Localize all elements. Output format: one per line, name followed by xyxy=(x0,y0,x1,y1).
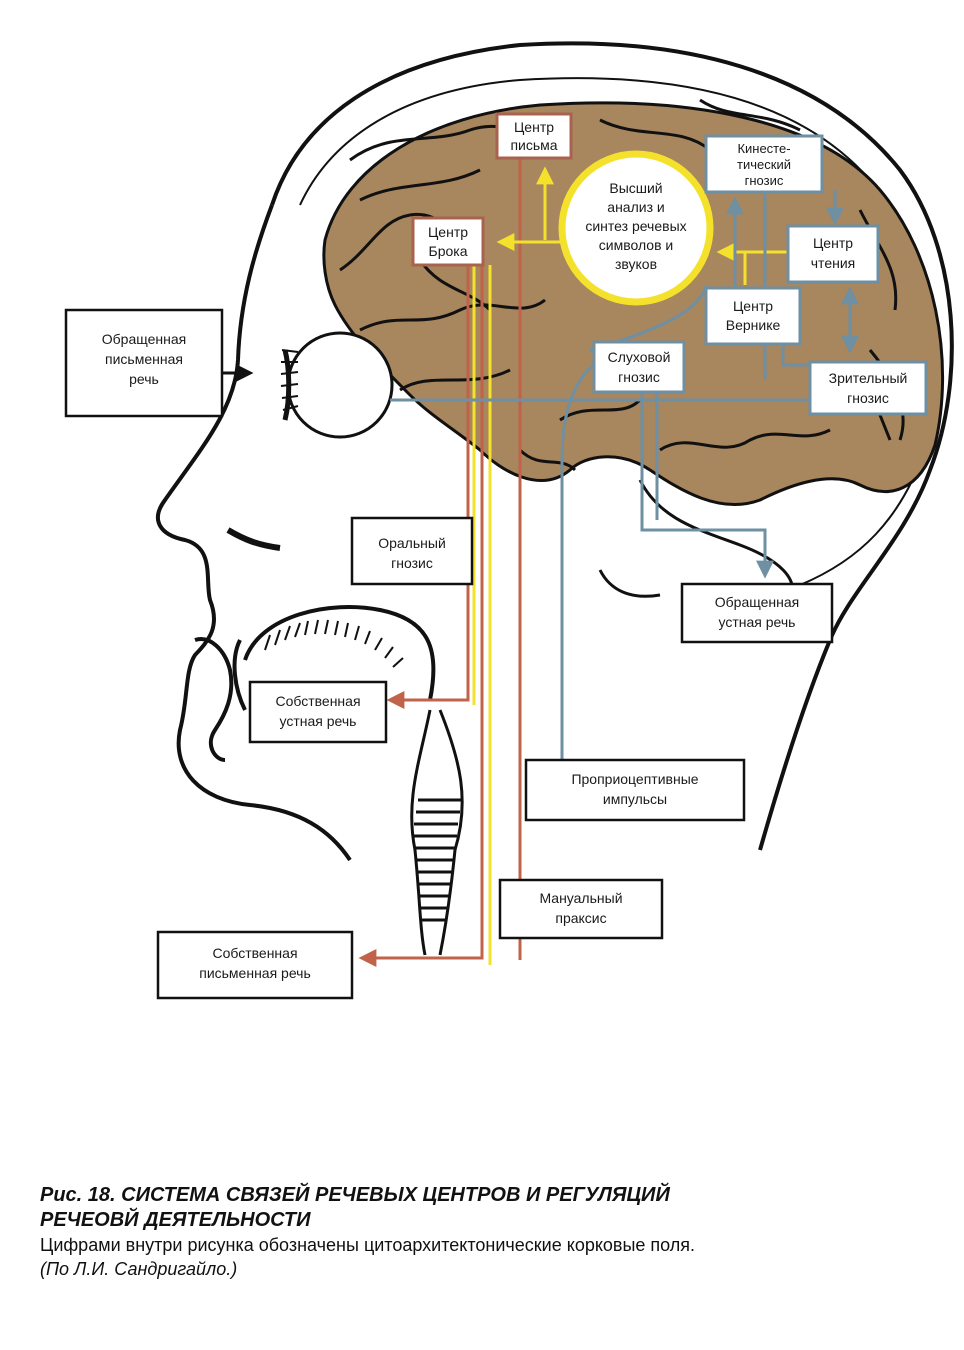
node-vysshiy-line5: звуков xyxy=(615,256,657,272)
node-kinest: Кинесте- тический гнозис xyxy=(704,134,824,194)
node-pismo: Центр письма xyxy=(495,112,573,160)
node-oral-line1: Оральный xyxy=(378,535,446,551)
node-obr-pis-line3: речь xyxy=(129,371,159,387)
lips xyxy=(194,637,234,762)
node-sobst-ust-line1: Собственная xyxy=(275,693,360,709)
node-kinest-line1: Кинесте- xyxy=(737,141,790,156)
node-sobst-pis-line2: письменная речь xyxy=(199,965,311,981)
red-pathways xyxy=(358,158,522,967)
node-sobst-ust: Собственная устная речь xyxy=(248,680,388,744)
node-kinest-line3: гнозис xyxy=(745,173,784,188)
brainstem-curve xyxy=(598,569,661,598)
node-sobst-pis: Собственная письменная речь xyxy=(156,930,354,1000)
node-oral-line2: гнозис xyxy=(391,555,433,571)
node-obr-pis: Обращенная письменная речь xyxy=(64,308,224,418)
node-sobst-pis-line1: Собственная xyxy=(212,945,297,961)
node-vysshiy: Высший анализ и синтез речевых символов … xyxy=(558,150,714,306)
figure-caption: Рис. 18. СИСТЕМА СВЯЗЕЙ РЕЧЕВЫХ ЦЕНТРОВ … xyxy=(40,1183,950,1281)
jaw xyxy=(232,639,247,711)
node-obr-pis-line2: письменная xyxy=(105,351,183,367)
node-proprio: Проприоцептивные импульсы xyxy=(524,758,746,822)
caption-title-line1: Рис. 18. СИСТЕМА СВЯЗЕЙ РЕЧЕВЫХ ЦЕНТРОВ … xyxy=(40,1184,670,1206)
node-broka-line2: Брока xyxy=(429,243,468,259)
eye xyxy=(280,331,394,439)
node-wernicke: Центр Вернике xyxy=(704,286,802,346)
node-vysshiy-line3: синтез речевых xyxy=(585,218,686,234)
node-obr-ust-line2: устная речь xyxy=(719,614,796,630)
node-obr-pis-line1: Обращенная xyxy=(102,331,186,347)
yellow-pathways xyxy=(472,166,788,965)
node-wernicke-line1: Центр xyxy=(733,298,773,314)
node-chtenie: Центр чтения xyxy=(786,224,880,284)
trachea xyxy=(410,709,464,956)
node-proprio-line2: импульсы xyxy=(603,791,667,807)
caption-title-line2: РЕЧЕОВЙ ДЕЯТЕЛЬНОСТИ xyxy=(40,1209,311,1231)
node-vysshiy-line4: символов и xyxy=(599,237,673,253)
palate-teeth xyxy=(264,619,404,668)
node-wernicke-line2: Вернике xyxy=(726,317,781,333)
node-obr-ust: Обращенная устная речь xyxy=(680,582,834,644)
face-profile xyxy=(155,204,352,862)
node-zrit-line1: Зрительный xyxy=(829,370,908,386)
caption-note: Цифрами внутри рисунка обозначены цитоар… xyxy=(40,1235,696,1255)
node-manual-line2: праксис xyxy=(555,910,606,926)
node-broka-line1: Центр xyxy=(428,224,468,240)
node-manual-line1: Мануальный xyxy=(539,890,622,906)
node-pismo-line2: письма xyxy=(510,137,557,153)
node-pismo-line1: Центр xyxy=(514,119,554,135)
mouth-shadow xyxy=(226,527,281,551)
node-oral: Оральный гнозис xyxy=(350,516,474,586)
trachea-rings xyxy=(414,798,462,922)
node-broka: Центр Брока xyxy=(411,216,485,267)
node-vysshiy-line2: анализ и xyxy=(607,199,664,215)
node-proprio-line1: Проприоцептивные xyxy=(571,771,698,787)
node-sluh-line2: гнозис xyxy=(618,369,660,385)
node-zrit-line2: гнозис xyxy=(847,390,889,406)
palate xyxy=(243,605,436,701)
speech-centers-diagram: Высший анализ и синтез речевых символов … xyxy=(64,41,954,1000)
node-sluh: Слуховой гнозис xyxy=(592,340,686,394)
blue-pathways xyxy=(390,190,859,760)
node-zrit: Зрительный гнозис xyxy=(808,360,928,416)
node-manual: Мануальный праксис xyxy=(498,878,664,940)
node-chtenie-line2: чтения xyxy=(811,255,855,271)
caption-source: (По Л.И. Сандригайло.) xyxy=(40,1259,238,1279)
node-sobst-ust-line2: устная речь xyxy=(280,713,357,729)
node-vysshiy-line1: Высший xyxy=(609,180,662,196)
node-sluh-line1: Слуховой xyxy=(608,349,671,365)
node-kinest-line2: тический xyxy=(737,157,791,172)
node-chtenie-line1: Центр xyxy=(813,235,853,251)
node-obr-ust-line1: Обращенная xyxy=(715,594,799,610)
